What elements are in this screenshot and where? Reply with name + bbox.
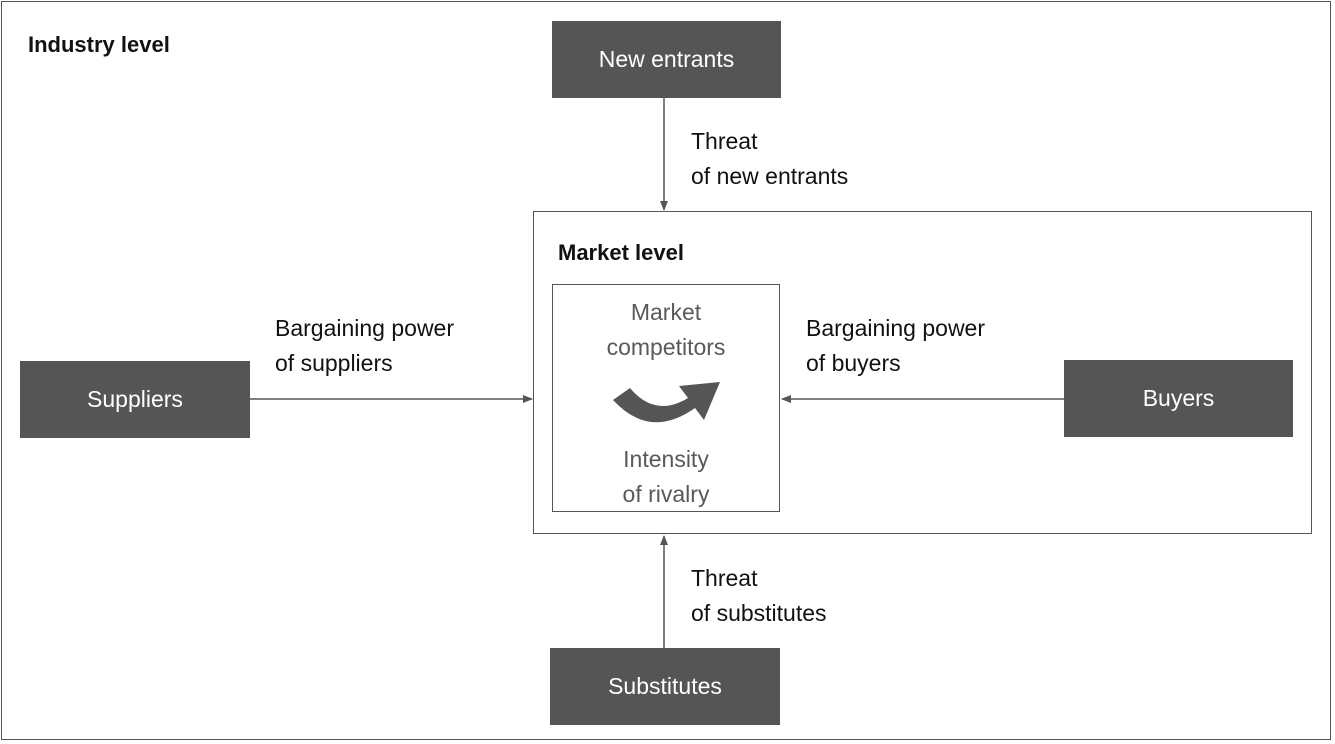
threat-substitutes-line-1: Threat (691, 565, 758, 591)
bargaining-power-buyers-line-2: of buyers (806, 350, 901, 376)
threat-new-entrants-line-1: Threat (691, 128, 758, 154)
bargaining-power-suppliers-line-1: Bargaining power (275, 315, 455, 341)
intensity-of-rivalry-line-2: of rivalry (622, 481, 710, 507)
threat-new-entrants-line-2: of new entrants (691, 163, 849, 189)
bargaining-power-suppliers-line-2: of suppliers (275, 350, 393, 376)
threat-new-entrants-label: Threat of new entrants (691, 124, 848, 194)
bargaining-power-buyers-line-1: Bargaining power (806, 315, 986, 341)
bargaining-power-buyers-label: Bargaining power of buyers (806, 311, 985, 381)
threat-substitutes-label: Threat of substitutes (691, 561, 827, 631)
intensity-of-rivalry-line-1: Intensity (623, 446, 709, 472)
market-competitors-line-1: Market (630, 299, 702, 325)
new-entrants-node: New entrants (552, 21, 781, 98)
buyers-node: Buyers (1064, 360, 1293, 437)
industry-level-heading: Industry level (28, 32, 170, 57)
market-competitors-label: Market competitors (552, 295, 780, 365)
threat-substitutes-line-2: of substitutes (691, 600, 827, 626)
bargaining-power-suppliers-label: Bargaining power of suppliers (275, 311, 454, 381)
market-competitors-line-2: competitors (606, 334, 726, 360)
suppliers-node: Suppliers (20, 361, 250, 438)
substitutes-node: Substitutes (550, 648, 780, 725)
intensity-of-rivalry-label: Intensity of rivalry (552, 442, 780, 512)
market-level-heading: Market level (558, 240, 684, 265)
rivalry-curved-arrow-icon (613, 382, 720, 423)
rivalry-box (552, 284, 780, 512)
